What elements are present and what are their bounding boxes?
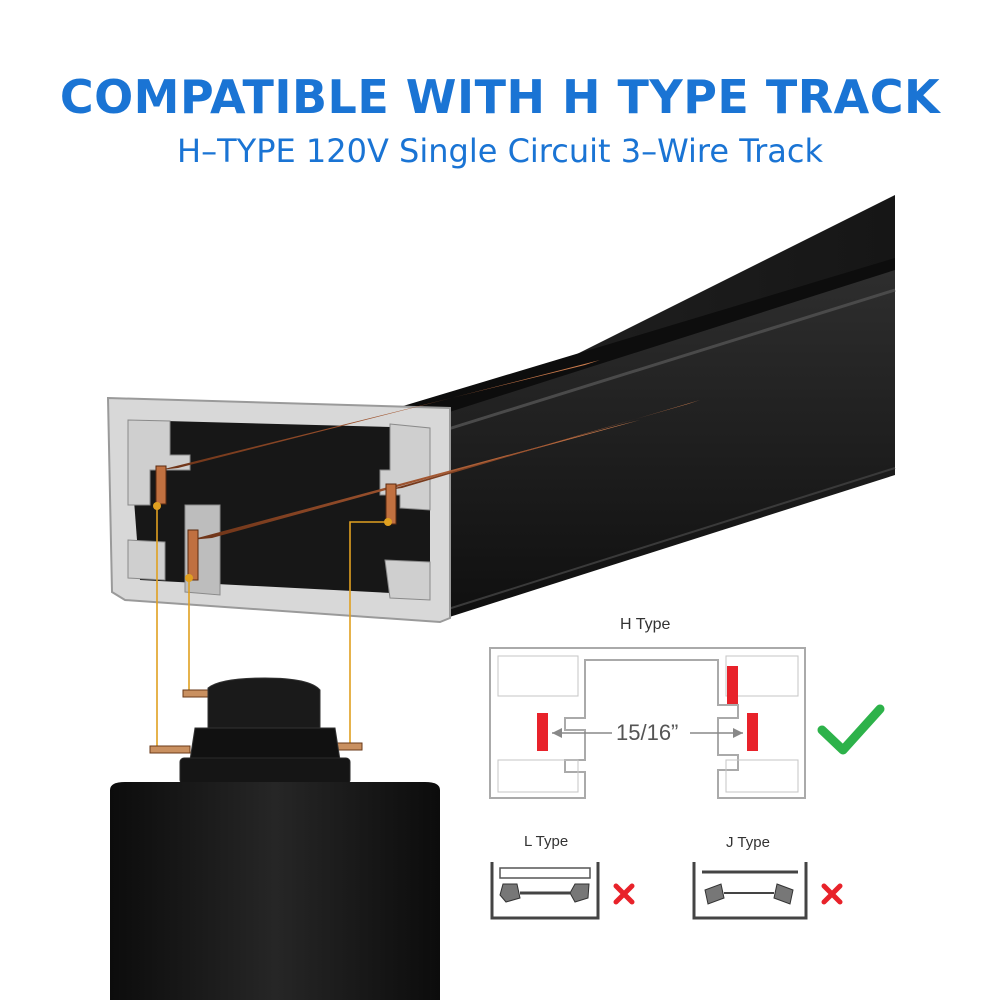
page-title: COMPATIBLE WITH H TYPE TRACK — [59, 70, 941, 124]
h-type-profile — [489, 647, 806, 799]
contact-marker — [537, 713, 548, 751]
j-type-profile — [692, 862, 808, 920]
track-adapter — [110, 677, 440, 1000]
copper-conductor — [190, 420, 640, 540]
check-icon — [817, 704, 885, 755]
h-type-track — [106, 195, 896, 624]
alignment-lines — [153, 502, 392, 750]
contact-marker — [747, 713, 758, 751]
dimension-label: 15/16” — [616, 720, 679, 745]
contact-marker — [727, 666, 738, 704]
adapter-prong — [149, 745, 191, 754]
j-type-label: J Type — [726, 834, 770, 851]
h-type-diagram — [489, 647, 885, 799]
adapter-body — [110, 782, 440, 1000]
l-type-diagram — [490, 862, 635, 920]
l-type-profile — [490, 862, 600, 920]
adapter-head — [207, 677, 321, 731]
l-type-label: L Type — [524, 833, 569, 850]
x-icon — [613, 883, 635, 905]
x-icon — [821, 883, 843, 905]
h-type-label: H Type — [620, 616, 671, 633]
page-subtitle: H–TYPE 120V Single Circuit 3–Wire Track — [177, 132, 823, 170]
track-side-face — [440, 270, 895, 620]
j-type-diagram — [692, 862, 843, 920]
